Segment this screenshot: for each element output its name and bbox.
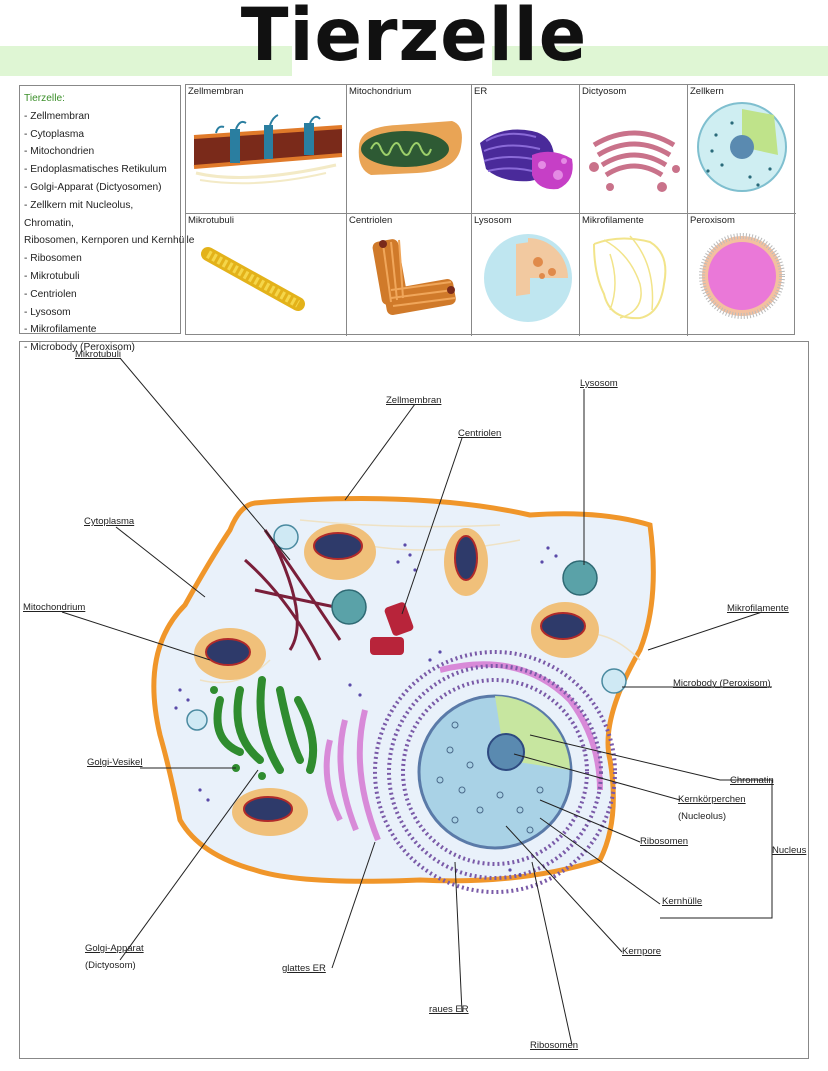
gallery-cell-dictyosom: Dictyosom	[580, 85, 688, 214]
gallery-label: Centriolen	[349, 215, 393, 226]
gallery-label: Lysosom	[474, 215, 512, 226]
label-mitochondrium: Mitochondrium	[23, 602, 86, 613]
centriolen-image	[372, 239, 456, 315]
raues-er	[373, 650, 617, 894]
gallery-cell-peroxisom: Peroxisom	[688, 214, 796, 336]
list-item: - Mitochondrien	[24, 146, 95, 158]
centriolen	[384, 602, 414, 636]
gallery-cell-mikrofilamente: Mikrofilamente	[580, 214, 688, 336]
list-item: - Lysosom	[24, 306, 71, 318]
list-heading: Tierzelle:	[24, 93, 65, 104]
label-ribosomen: Ribosomen	[530, 1040, 579, 1051]
gallery-label: Zellmembran	[188, 86, 244, 97]
gallery-cell-mitochondrium: Mitochondrium	[347, 85, 472, 214]
organelle-list: Tierzelle: - Zellmembran - Cytoplasma - …	[19, 85, 195, 353]
label-glattes-er: glattes ER	[282, 963, 326, 974]
golgi-apparat	[213, 676, 318, 774]
gallery-label: Dictyosom	[582, 86, 627, 97]
cell-diagram-frame	[19, 341, 809, 1059]
gallery-cell-centriolen: Centriolen	[347, 214, 472, 336]
gallery-cell-zellmembran: Zellmembran	[186, 85, 347, 214]
label-lysosom: Lysosom	[580, 378, 618, 389]
label-golgi-vesikel: Golgi-Vesikel	[87, 757, 143, 768]
label-kernpore: Kernpore	[622, 946, 662, 957]
label-zellmembran: Zellmembran	[386, 395, 442, 406]
glattes-er	[323, 709, 381, 842]
microbody	[601, 668, 627, 694]
er-image	[480, 129, 573, 190]
gallery-cell-mikrotubuli: Mikrotubuli	[186, 214, 347, 336]
label-golgi-apparat: Golgi-Apparat	[85, 943, 144, 954]
dictyosom-image	[589, 130, 680, 192]
list-item: - Mikrotubuli	[24, 270, 80, 282]
label-microbody: Microbody (Peroxisom)	[673, 678, 771, 689]
membrane-image	[193, 114, 343, 185]
list-item: - Cytoplasma	[24, 128, 85, 140]
label-mikrofilamente: Mikrofilamente	[727, 603, 789, 614]
gallery-label: Mitochondrium	[349, 86, 412, 97]
list-item: - Mikrofilamente	[24, 324, 97, 336]
label-chromatin: Chromatin	[730, 775, 774, 786]
gallery-label: Mikrotubuli	[188, 215, 234, 226]
peroxisom-image	[699, 233, 785, 319]
list-item: Ribosomen, Kernporen und Kernhülle	[24, 235, 195, 247]
label-ribosomen-nucleus: Ribosomen	[640, 836, 689, 847]
mitochondrium-image	[358, 121, 462, 175]
zellkern-image	[697, 102, 787, 192]
label-dictyosom: (Dictyosom)	[85, 960, 136, 971]
gallery-label: Peroxisom	[690, 215, 735, 226]
label-kernkoerperchen: Kernkörperchen	[678, 794, 746, 805]
list-item: - Microbody (Peroxisom)	[24, 342, 135, 354]
cell-membrane	[151, 496, 656, 884]
label-mikrotubuli: Mikrotubuli	[75, 349, 121, 360]
label-nucleus: Nucleus	[772, 845, 807, 856]
page-title: Tierzelle	[240, 0, 588, 79]
lysosom-image	[484, 234, 572, 322]
title-bar-right	[492, 46, 828, 76]
gallery-label: ER	[474, 86, 488, 97]
label-cytoplasma: Cytoplasma	[84, 516, 135, 527]
mikrofilamente-image	[593, 235, 667, 320]
list-item: - Zellkern mit Nucleolus, Chromatin,	[24, 199, 134, 229]
organelle-gallery: Zellmembran Mitochondrium ER Dictyosom	[185, 84, 796, 336]
mikrotubuli	[244, 529, 351, 661]
gallery-cell-zellkern: Zellkern	[688, 85, 796, 214]
gallery-label: Mikrofilamente	[582, 215, 644, 226]
label-nucleolus: (Nucleolus)	[678, 811, 727, 822]
list-item: - Ribosomen	[24, 253, 82, 265]
gallery-cell-er: ER	[472, 85, 580, 214]
nucleolus	[487, 733, 525, 771]
list-item: - Endoplasmatisches Retikulum	[24, 164, 167, 176]
title-bar-left	[0, 46, 292, 76]
lysosom	[273, 524, 299, 550]
list-item: - Zellmembran	[24, 110, 90, 122]
label-centriolen: Centriolen	[458, 428, 502, 439]
list-item: - Centriolen	[24, 288, 77, 300]
list-item: - Golgi-Apparat (Dictyosomen)	[24, 181, 162, 193]
mitochondria	[194, 524, 599, 836]
gallery-cell-lysosom: Lysosom	[472, 214, 580, 336]
mikrotubuli-image	[201, 247, 305, 311]
label-raues-er: raues ER	[429, 1004, 469, 1015]
gallery-label: Zellkern	[690, 86, 724, 97]
label-kernhuelle: Kernhülle	[662, 896, 703, 907]
